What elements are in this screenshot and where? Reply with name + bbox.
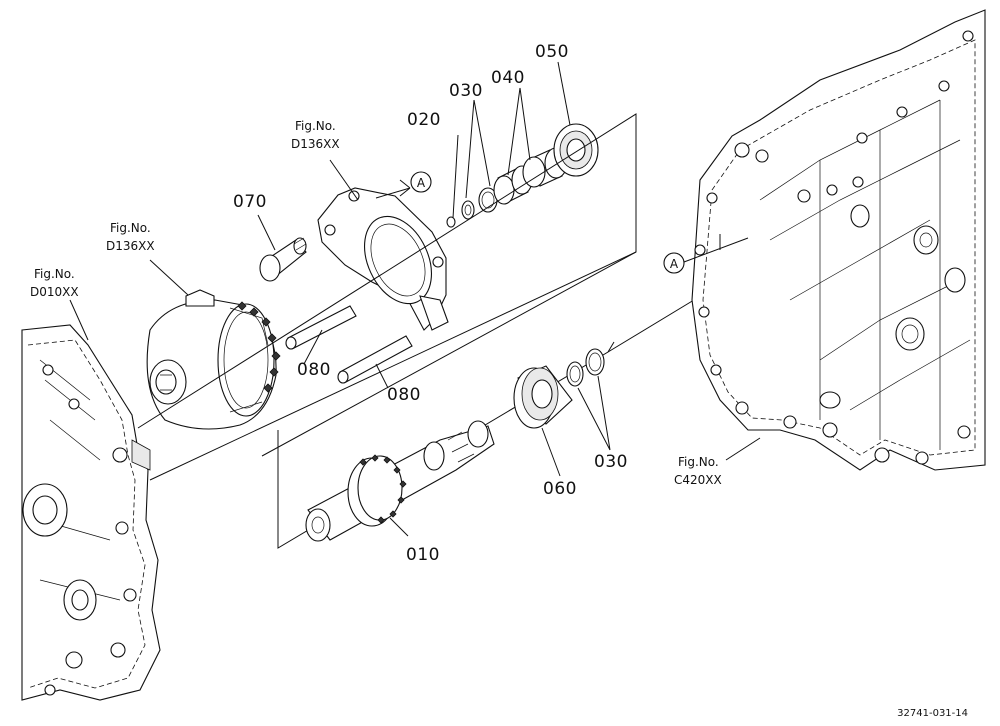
shaft-010: [305, 420, 495, 542]
figref-d136-left-line2: D136XX: [106, 239, 155, 253]
marker-a-right-text: A: [670, 257, 679, 271]
marker-a-upper: A: [410, 171, 432, 193]
figref-d136-upper-line1: Fig.No.: [295, 119, 336, 133]
figref-d010-line2: D010XX: [30, 285, 79, 299]
figref-d136-upper: Fig.No. D136XX: [291, 119, 340, 151]
label-010: 010: [406, 545, 440, 565]
figref-d136-upper-line2: D136XX: [291, 137, 340, 151]
label-080-left: 080: [297, 360, 331, 380]
figref-d136-left: Fig.No. D136XX: [106, 221, 155, 253]
marker-a-upper-text: A: [417, 176, 426, 190]
retainer-plate: [317, 187, 449, 331]
label-040: 040: [491, 68, 525, 88]
small-parts: [446, 123, 599, 228]
label-050: 050: [535, 42, 569, 62]
right-housing: [691, 9, 986, 471]
bearing-060: [513, 348, 605, 429]
figref-d136-left-line1: Fig.No.: [110, 221, 151, 235]
figref-c420-line1: Fig.No.: [678, 455, 719, 469]
leader-lines: [69, 61, 761, 537]
label-020: 020: [407, 110, 441, 130]
label-080-right: 080: [387, 385, 421, 405]
label-030-lower: 030: [594, 452, 628, 472]
figref-c420: Fig.No. C420XX: [674, 455, 722, 487]
figref-c420-line2: C420XX: [674, 473, 722, 487]
diagram-code: 32741-031-14: [897, 708, 968, 719]
pins-080: [285, 305, 413, 384]
label-070: 070: [233, 192, 267, 212]
bolt-070: [259, 237, 307, 282]
clutch-drum: [146, 289, 281, 430]
left-housing: [21, 324, 161, 701]
figref-d010-line1: Fig.No.: [34, 267, 75, 281]
marker-a-right: A: [663, 252, 685, 274]
label-030-upper: 030: [449, 81, 483, 101]
label-060: 060: [543, 479, 577, 499]
figref-d010: Fig.No. D010XX: [30, 267, 79, 299]
